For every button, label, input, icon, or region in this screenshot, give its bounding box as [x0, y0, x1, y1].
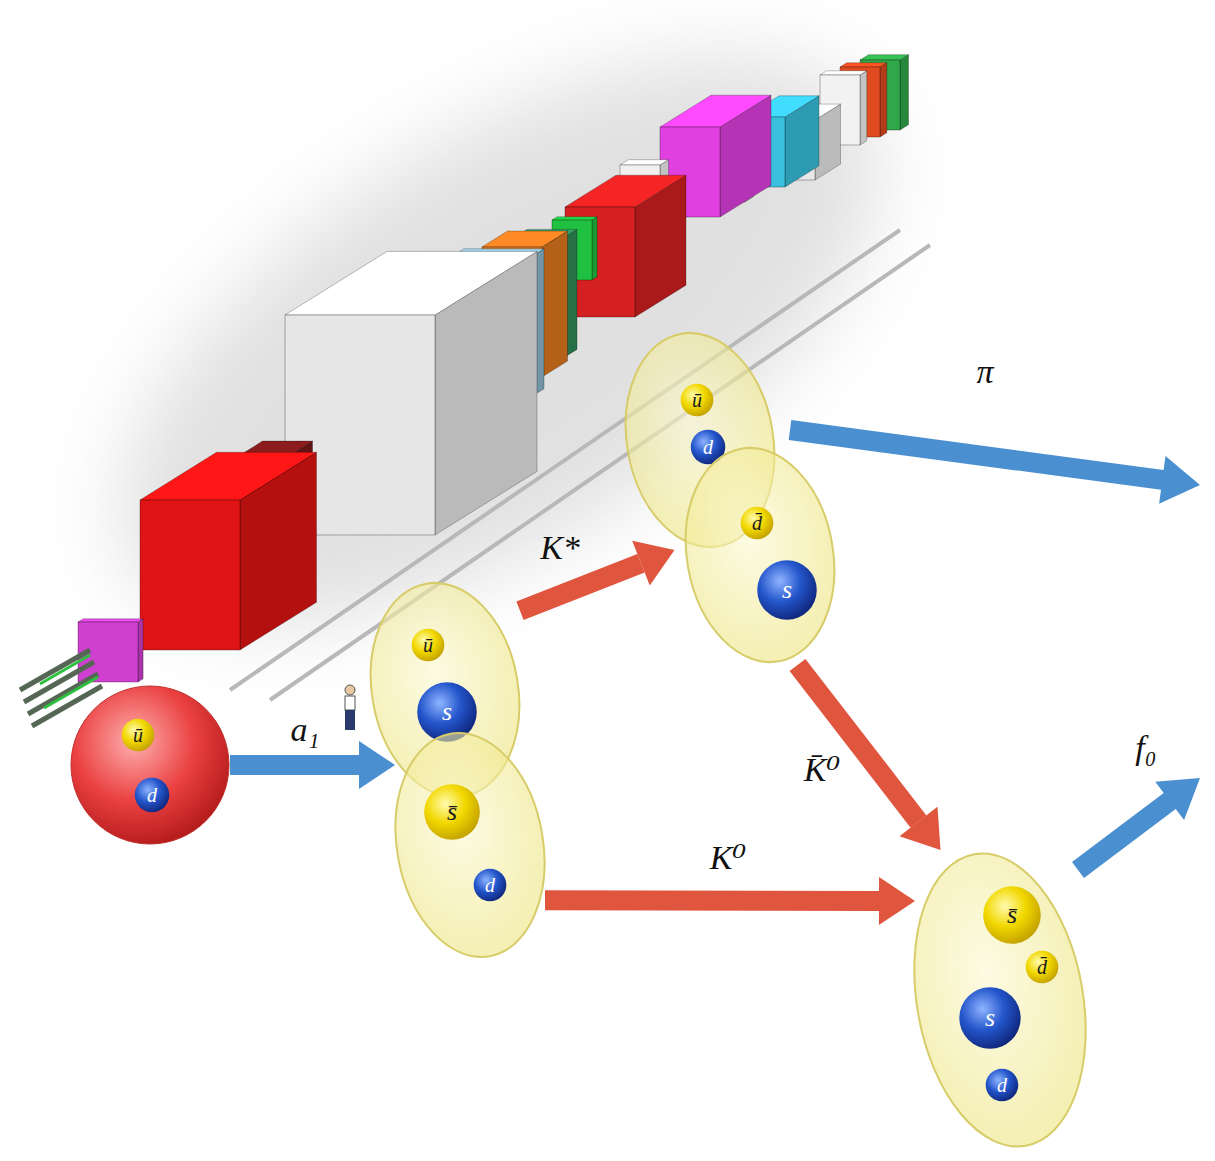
particle-arrow [230, 741, 395, 789]
quark-sphere [1026, 951, 1059, 984]
quark-label: d̄ [752, 513, 762, 533]
quark-ball: s̄ [982, 885, 1042, 945]
quark-sphere [122, 719, 155, 752]
arrow-body [520, 563, 641, 611]
arrow-head [899, 807, 940, 850]
quark-label: s̄ [447, 799, 457, 825]
module-top [620, 160, 669, 165]
arrow-head [879, 877, 915, 925]
f0-arrow [1072, 778, 1200, 878]
particle-label: a₁ [291, 713, 320, 747]
quark-sphere [681, 384, 714, 417]
hadron-outline [685, 445, 835, 665]
quark-ball: d [134, 777, 170, 813]
quark-ball: ū [680, 383, 714, 417]
quark-sphere [986, 1069, 1019, 1102]
quark-label: d [485, 875, 495, 895]
beam-tubes-color [40, 655, 98, 708]
quark-ball: ū [411, 628, 445, 662]
detector-module [285, 251, 537, 535]
hadron-ellipse: d̄ s [685, 445, 835, 665]
arrow-body [545, 890, 879, 911]
quark-label: d̄ [1037, 957, 1047, 977]
particle-label: K* [540, 531, 580, 565]
shadow [29, 0, 970, 737]
module-top [860, 55, 909, 60]
quark-label: s [985, 1005, 995, 1031]
module-side [900, 55, 909, 130]
module-side [880, 63, 887, 137]
module-top [482, 231, 568, 247]
quark-sphere [959, 987, 1020, 1048]
quark-label: d [997, 1075, 1007, 1095]
pi-arrow [789, 420, 1200, 504]
arrow-head [632, 541, 674, 586]
person [345, 685, 355, 730]
meson-circle: ūd [70, 685, 230, 845]
module-front [140, 500, 240, 650]
quark-label: ū [423, 635, 433, 655]
module-side [542, 231, 568, 377]
arrow-body [798, 665, 919, 822]
module-top [820, 71, 867, 75]
quark-sphere [424, 784, 480, 840]
quark-ball: ū [121, 718, 155, 752]
quark-ball: d̄ [1025, 950, 1059, 984]
quark-sphere [474, 869, 507, 902]
quark-ball: s [958, 986, 1022, 1050]
quark-ball: s [756, 559, 818, 621]
quark-label: s̄ [1007, 902, 1017, 928]
quark-label: s [442, 699, 452, 725]
quark-sphere [757, 560, 817, 620]
hadron-ellipse: s̄ d̄ s d [915, 850, 1085, 1150]
quark-sphere [983, 886, 1041, 944]
module-side [138, 619, 143, 682]
module-side [860, 71, 867, 145]
hadron-outline [395, 730, 545, 960]
meson-sphere [71, 686, 229, 844]
quark-ball: d̄ [740, 506, 774, 540]
hadron-bubble [669, 436, 850, 674]
hadron-bubble [378, 721, 561, 969]
particle-label: K⁰ [710, 841, 746, 875]
particle-label: K̄⁰ [804, 753, 840, 787]
quark-sphere [741, 507, 774, 540]
hadron-outline [70, 685, 230, 845]
hadron-bubble [893, 840, 1108, 1160]
quark-ball: s̄ [423, 783, 481, 841]
module-top [660, 95, 771, 127]
module-side [592, 217, 597, 280]
quark-label: s [782, 577, 792, 603]
quark-sphere [412, 629, 445, 662]
quark-ball: d [473, 868, 507, 902]
quark-sphere [135, 778, 170, 813]
particle-label: π [976, 355, 993, 389]
arrow-body [230, 755, 359, 775]
quark-ball: d [985, 1068, 1019, 1102]
module-top [840, 63, 887, 67]
particle-label: f₀ [1135, 731, 1156, 765]
quark-label: d [703, 437, 713, 457]
particle-arrow [545, 877, 915, 925]
quark-label: ū [133, 725, 143, 745]
detector [78, 55, 909, 682]
module-top [285, 251, 537, 315]
module-top [140, 452, 317, 500]
quark-label: d [147, 785, 157, 805]
detector-module [140, 452, 317, 650]
hadron-ellipse: s̄ d [395, 730, 545, 960]
quark-label: ū [692, 390, 702, 410]
particle-arrow [798, 665, 941, 850]
module-top [565, 175, 686, 207]
